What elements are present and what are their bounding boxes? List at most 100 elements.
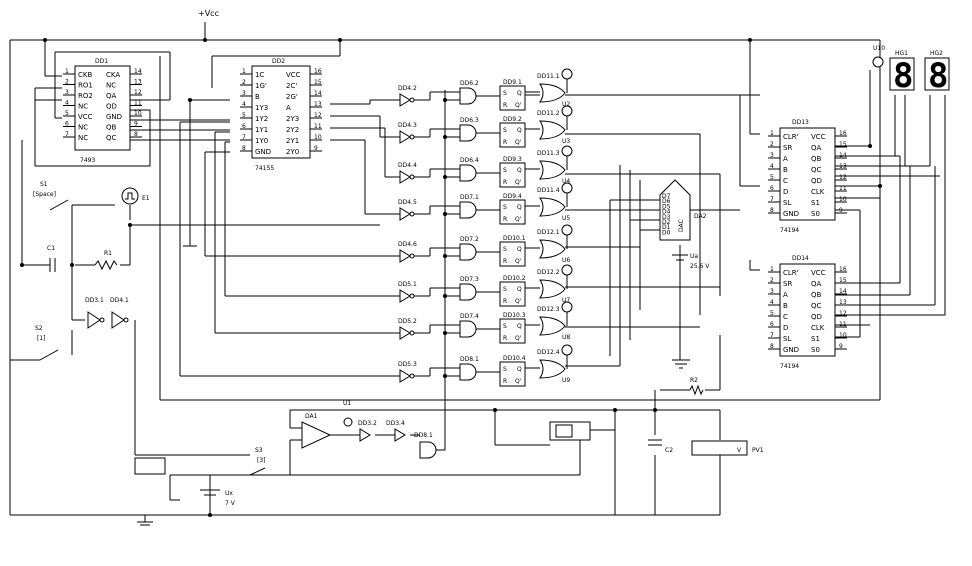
pin-number: 11 bbox=[134, 100, 142, 107]
pin-label: A bbox=[783, 155, 788, 163]
pin-number: 14 bbox=[839, 152, 847, 159]
pin-label: QA bbox=[811, 144, 822, 152]
pin-number: 3 bbox=[770, 152, 774, 159]
pin-label: RO1 bbox=[78, 82, 93, 90]
dac-pin-label: D2 bbox=[662, 219, 671, 226]
dd13-name: DD13 bbox=[792, 119, 809, 126]
hg2-digit: 8 bbox=[928, 56, 948, 96]
pin-label: QB bbox=[811, 291, 822, 299]
pin-number: 2 bbox=[65, 79, 69, 86]
ff-pin: R bbox=[503, 335, 507, 342]
pin-number: 8 bbox=[134, 131, 138, 138]
dd14-type: 74194 bbox=[780, 363, 799, 370]
da1-label: DA1 bbox=[305, 413, 318, 420]
and-gate bbox=[459, 87, 477, 105]
dd1-type: 7493 bbox=[80, 157, 95, 164]
pin-label: SL bbox=[783, 199, 791, 207]
ux-name: Ux bbox=[225, 490, 233, 497]
pin-number: 12 bbox=[314, 112, 322, 119]
s3-key: [3] bbox=[257, 457, 266, 464]
ff-pin: Q bbox=[517, 204, 522, 211]
pin-number: 2 bbox=[770, 277, 774, 284]
pin-label: QC bbox=[106, 134, 117, 142]
dd3-1-label: DD3.1 bbox=[85, 297, 104, 304]
or-gate bbox=[539, 279, 566, 299]
ff-pin: R bbox=[503, 216, 507, 223]
or-gate-label: DD12.3 bbox=[537, 306, 560, 313]
pin-label: 2Y0 bbox=[286, 148, 299, 156]
probe-lamp bbox=[561, 344, 573, 356]
pin-number: 7 bbox=[242, 134, 246, 141]
ff-pin: Q bbox=[517, 167, 522, 174]
pin-label: D bbox=[783, 188, 788, 196]
or-gate bbox=[539, 316, 566, 336]
probe-lamp bbox=[561, 224, 573, 236]
bottom-section: U1 DA1 DD3.2 DD3.4 DD8.1 S3 [3] Ux 7 V C… bbox=[134, 240, 764, 526]
pin-number: 6 bbox=[65, 121, 69, 128]
probe-label: U2 bbox=[562, 101, 570, 108]
pin-number: 3 bbox=[65, 89, 69, 96]
or-gate-label: DD11.1 bbox=[537, 73, 560, 80]
counter-instrument[interactable] bbox=[134, 457, 166, 475]
flipflop-label: DD9.3 bbox=[503, 156, 522, 163]
inverter-label: DD4.6 bbox=[398, 241, 417, 248]
pin-label: D bbox=[783, 324, 788, 332]
pin-number: 9 bbox=[839, 343, 843, 350]
probe-label: U5 bbox=[562, 215, 570, 222]
ff-pin: R bbox=[503, 258, 507, 265]
pin-label: NC bbox=[78, 124, 88, 132]
dac-pin-label: D3 bbox=[662, 214, 671, 221]
and-gate-label: DD6.4 bbox=[460, 157, 479, 164]
probe-label: U8 bbox=[562, 334, 570, 341]
pin-number: 14 bbox=[134, 68, 142, 75]
e1-pulse-source bbox=[121, 187, 139, 205]
pin-label: QD bbox=[106, 103, 117, 111]
and-gate-label: DD7.4 bbox=[460, 313, 479, 320]
pin-number: 1 bbox=[65, 68, 69, 75]
s2-switch[interactable] bbox=[39, 349, 59, 361]
ff-pin: Q' bbox=[515, 335, 522, 342]
hg2-label: HG2 bbox=[930, 50, 943, 57]
pin-number: 13 bbox=[314, 101, 322, 108]
probe-label: U3 bbox=[562, 138, 570, 145]
s3-switch[interactable] bbox=[249, 467, 266, 476]
ua-value: 25.6 V bbox=[690, 263, 710, 270]
pv1-label: PV1 bbox=[752, 447, 764, 454]
pin-label: GND bbox=[783, 210, 799, 218]
inverter-label: DD4.4 bbox=[398, 162, 417, 169]
pin-label: NC bbox=[106, 82, 116, 90]
inverter bbox=[399, 289, 411, 303]
pin-number: 2 bbox=[770, 141, 774, 148]
pv1-unit: V bbox=[737, 447, 742, 454]
pin-label: GND bbox=[783, 346, 799, 354]
pin-number: 1 bbox=[242, 68, 246, 75]
rs-flipflop bbox=[499, 241, 526, 267]
probe-lamp bbox=[561, 68, 573, 80]
probe-lamp bbox=[561, 145, 573, 157]
inverter-label: DD4.2 bbox=[398, 85, 417, 92]
pin-label: CKB bbox=[78, 71, 92, 79]
probe-label: U6 bbox=[562, 257, 570, 264]
s1-switch[interactable] bbox=[49, 199, 69, 211]
pin-number: 5 bbox=[65, 110, 69, 117]
ff-pin: Q bbox=[517, 90, 522, 97]
ff-pin: Q bbox=[517, 127, 522, 134]
pin-label: B bbox=[255, 93, 260, 101]
and-gate bbox=[459, 283, 477, 301]
voltmeter-pv1 bbox=[691, 440, 748, 456]
pin-number: 13 bbox=[839, 163, 847, 170]
and-gate bbox=[459, 243, 477, 261]
pin-number: 11 bbox=[839, 185, 847, 192]
dd2-type: 74155 bbox=[255, 165, 274, 172]
inverter bbox=[399, 130, 411, 144]
or-gate-label: DD11.3 bbox=[537, 150, 560, 157]
s3-name: S3 bbox=[255, 447, 263, 454]
pin-number: 14 bbox=[314, 90, 322, 97]
pin-label: 1Y3 bbox=[255, 104, 268, 112]
pin-number: 5 bbox=[242, 112, 246, 119]
pin-number: 5 bbox=[770, 174, 774, 181]
ff-pin: Q' bbox=[515, 179, 522, 186]
